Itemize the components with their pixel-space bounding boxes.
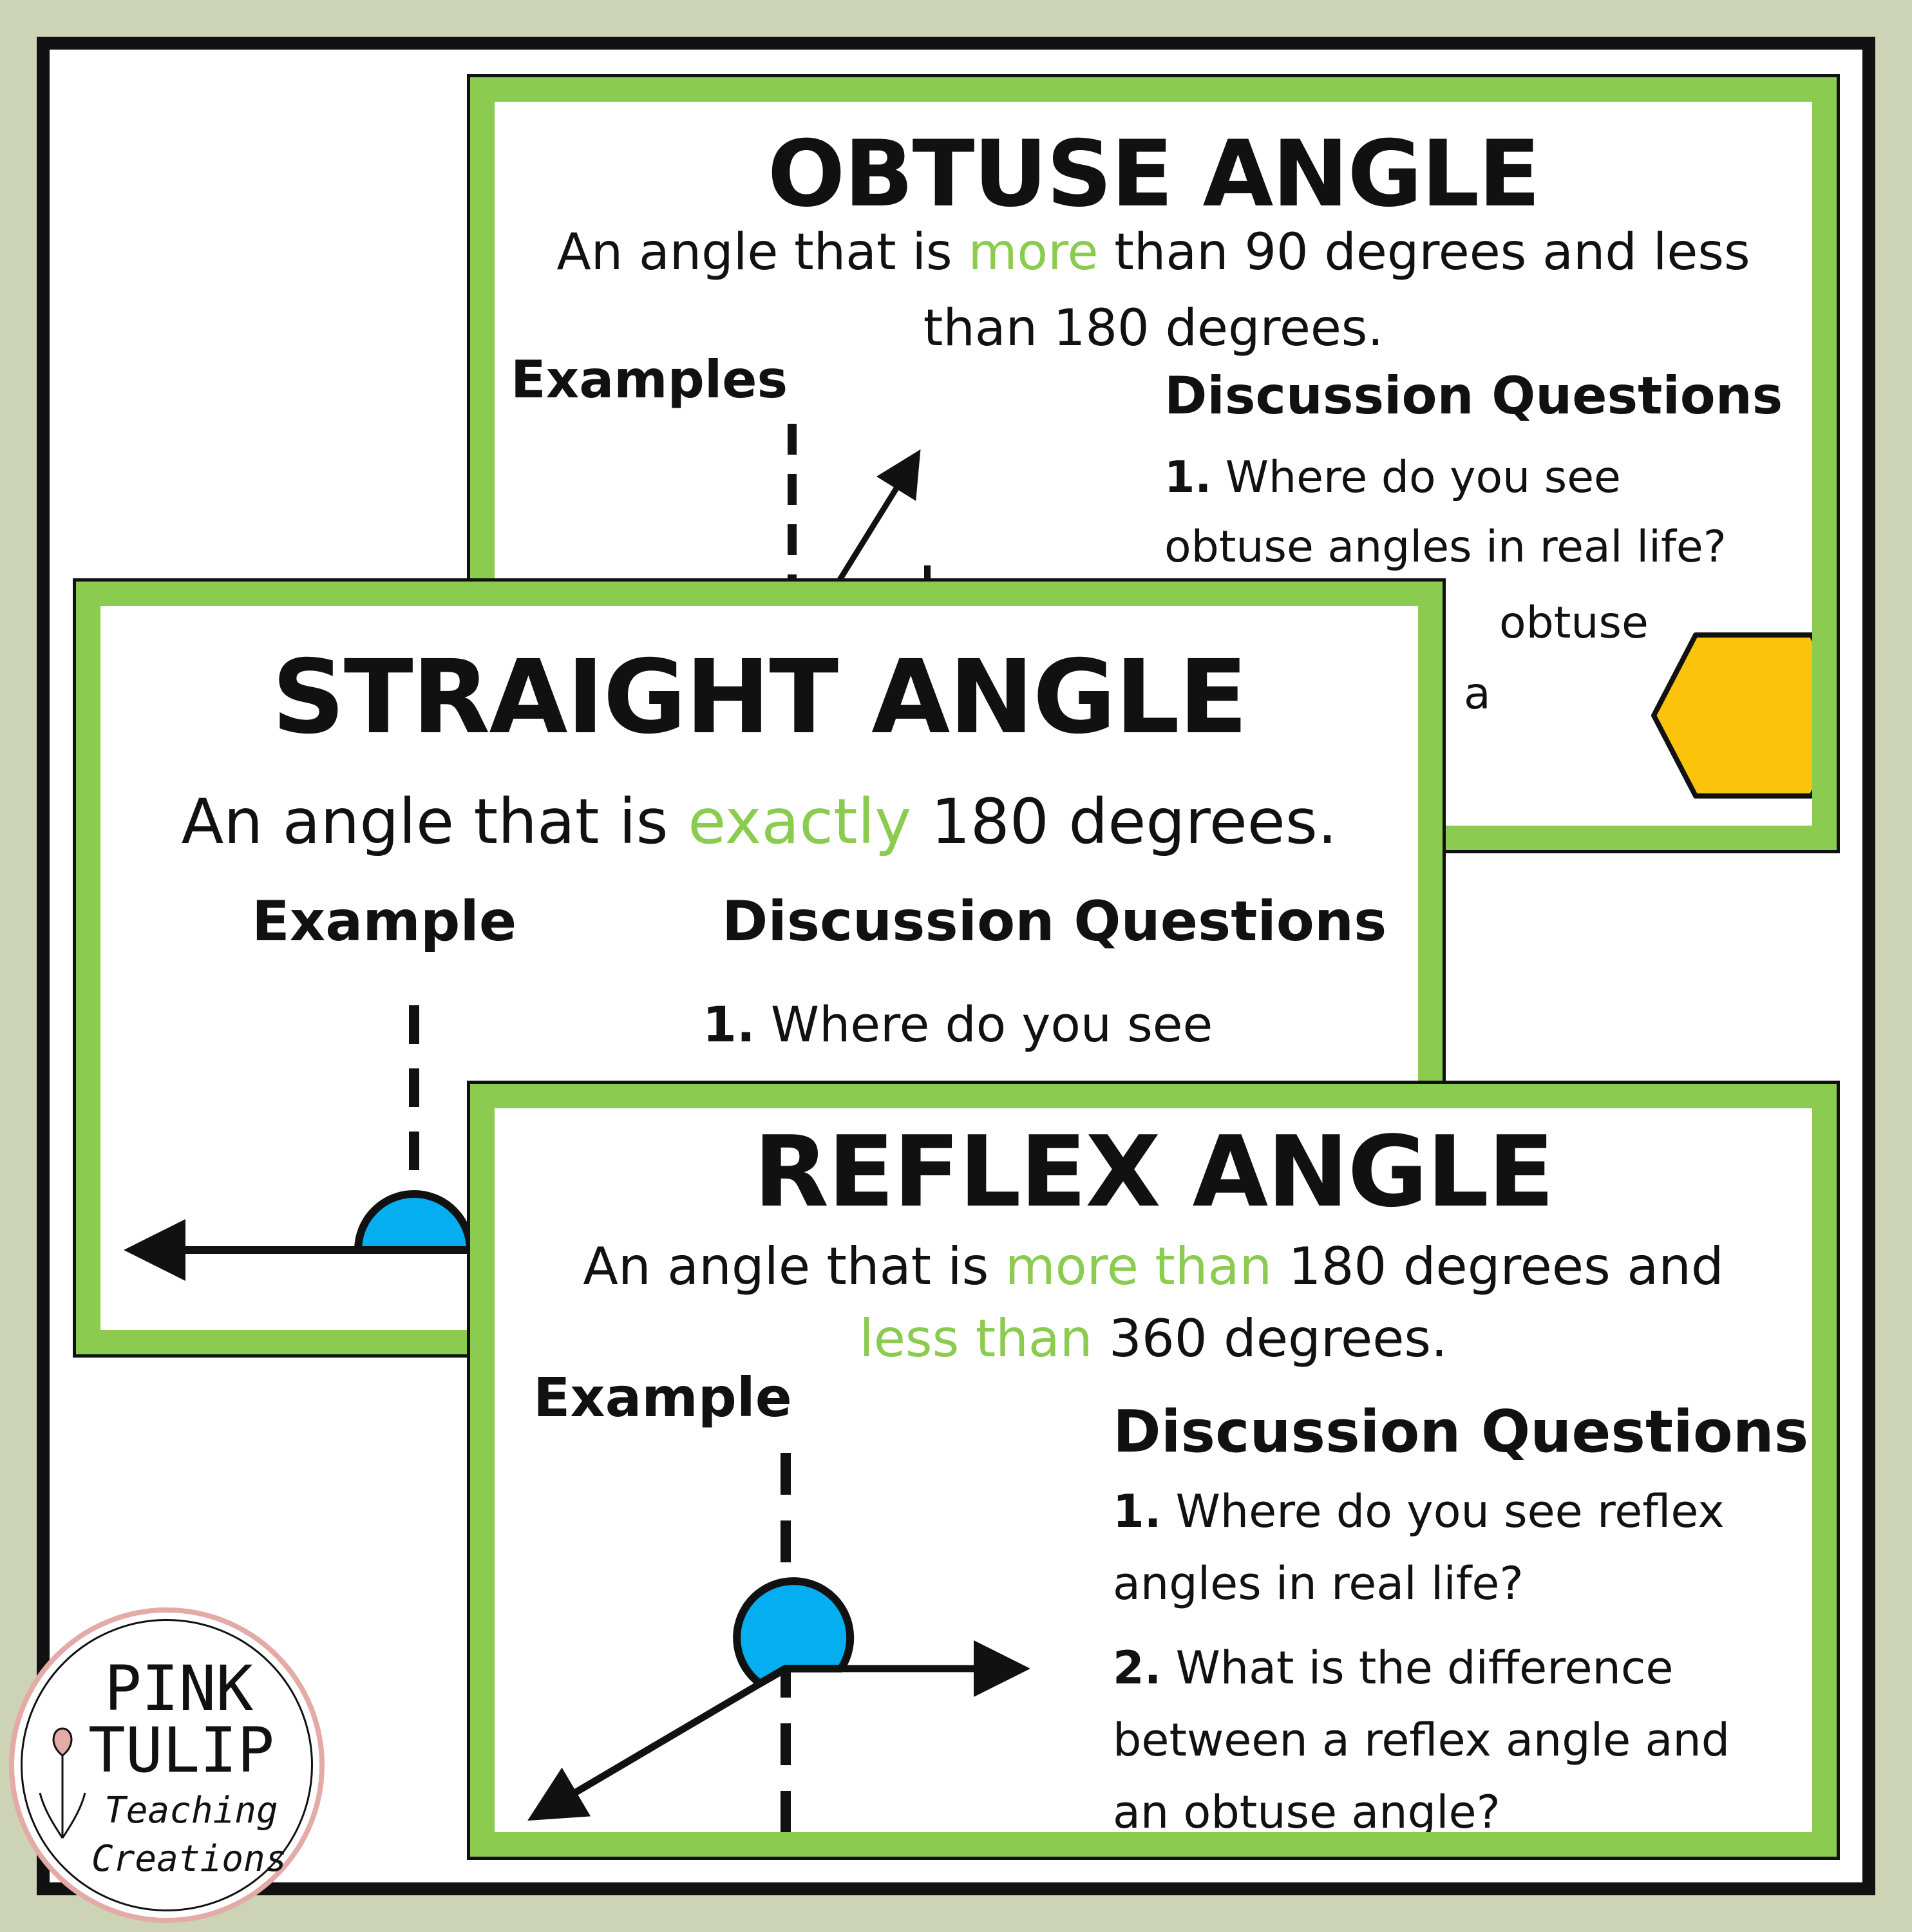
obtuse-q2-fragment-2: a xyxy=(1464,668,1491,719)
tulip-icon xyxy=(39,1727,86,1839)
logo-line-creations: Creations xyxy=(91,1838,287,1880)
hexagon-icon xyxy=(1651,632,1812,799)
straight-def-highlight: exactly xyxy=(688,786,912,858)
straight-q1-number: 1. xyxy=(703,996,755,1053)
reflex-def-highlight-2: less than xyxy=(859,1309,1093,1368)
obtuse-def-highlight: more xyxy=(968,223,1099,281)
straight-def-after: 180 degrees. xyxy=(911,786,1338,858)
reflex-def-highlight-1: more than xyxy=(1005,1236,1273,1296)
pink-tulip-logo: PINK TULIP Teaching Creations xyxy=(9,1607,325,1923)
obtuse-q1-number: 1. xyxy=(1164,452,1212,503)
reflex-question-1: 1. Where do you see reflex angles in rea… xyxy=(1113,1475,1757,1620)
straight-def-before: An angle that is xyxy=(181,786,688,858)
reflex-q2-number: 2. xyxy=(1113,1642,1162,1694)
reflex-discussion-label: Discussion Questions xyxy=(1113,1398,1809,1466)
straight-definition: An angle that is exactly 180 degrees. xyxy=(120,780,1399,864)
obtuse-title: OBTUSE ANGLE xyxy=(767,121,1541,227)
straight-discussion-label: Discussion Questions xyxy=(722,889,1387,954)
reflex-title: REFLEX ANGLE xyxy=(753,1115,1555,1229)
reflex-q2-text: What is the difference between a reflex … xyxy=(1113,1642,1730,1832)
straight-title: STRAIGHT ANGLE xyxy=(272,638,1248,757)
obtuse-discussion-label: Discussion Questions xyxy=(1164,366,1783,426)
reflex-angle-card: REFLEX ANGLE An angle that is more than … xyxy=(467,1081,1840,1860)
obtuse-def-before: An angle that is xyxy=(556,223,969,281)
reflex-def-before: An angle that is xyxy=(583,1236,1005,1296)
obtuse-q1-text: Where do you see obtuse angles in real l… xyxy=(1164,452,1727,573)
logo-line-pink: PINK xyxy=(104,1653,254,1725)
straight-angle-diagram xyxy=(124,1005,551,1281)
reflex-question-2: 2. What is the difference between a refl… xyxy=(1113,1632,1757,1832)
reflex-definition: An angle that is more than 180 degrees a… xyxy=(514,1231,1793,1375)
logo-inner-ring xyxy=(21,1619,313,1911)
obtuse-q2-fragment-1: obtuse xyxy=(1499,598,1649,649)
reflex-def-middle: 180 degrees and xyxy=(1272,1236,1724,1296)
reflex-q1-text: Where do you see reflex angles in real l… xyxy=(1113,1485,1725,1610)
obtuse-definition: An angle that is more than 90 degrees an… xyxy=(514,214,1793,366)
obtuse-examples-label: Examples xyxy=(511,350,788,410)
obtuse-def-after: than 90 degrees and less than 180 degree… xyxy=(923,223,1750,357)
reflex-card-inner: REFLEX ANGLE An angle that is more than … xyxy=(495,1108,1812,1832)
reflex-angle-diagram xyxy=(527,1453,1030,1832)
obtuse-question-1: 1. Where do you see obtuse angles in rea… xyxy=(1164,443,1731,582)
straight-example-label: Example xyxy=(252,889,517,954)
reflex-def-after: 360 degrees. xyxy=(1092,1309,1448,1368)
logo-line-teaching: Teaching xyxy=(104,1790,278,1832)
reflex-example-label: Example xyxy=(533,1366,792,1429)
logo-line-tulip: TULIP xyxy=(88,1714,274,1786)
reflex-q1-number: 1. xyxy=(1113,1485,1162,1538)
straight-q1-text: Where do you see xyxy=(755,996,1213,1053)
straight-question-1: 1. Where do you see xyxy=(703,986,1411,1063)
